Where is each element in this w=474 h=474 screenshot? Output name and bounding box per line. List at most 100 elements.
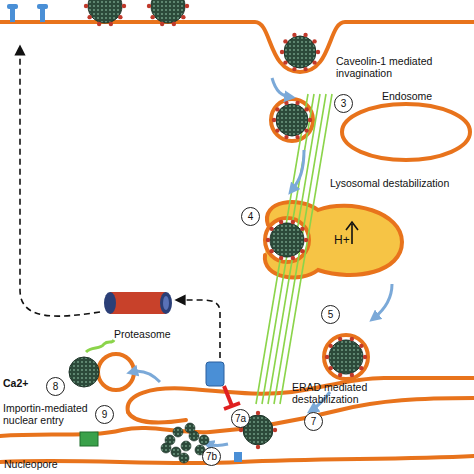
capsid-protein [295, 101, 299, 105]
inhibitor-line [224, 386, 232, 406]
callout-number: 7a [231, 409, 250, 428]
membranes [0, 22, 474, 463]
vesicle [324, 335, 368, 379]
annotation-text: Ca2+ [3, 377, 43, 389]
capsid-protein [350, 373, 354, 377]
capsid-fragment [199, 435, 209, 445]
capsid-protein [269, 227, 273, 231]
capsid [151, 0, 185, 23]
capsid-protein [304, 128, 308, 132]
receptor-symbol [7, 4, 18, 9]
capsid-protein [292, 67, 296, 71]
node-label: Endosome [382, 90, 432, 102]
capsid-protein [359, 344, 363, 348]
capsid-protein [273, 428, 277, 432]
capsid-protein [284, 101, 288, 105]
annotation-text: ERAD mediated destabilization [292, 381, 382, 405]
capsid-protein [312, 39, 316, 43]
annotation-text: Lysosomal destabilization [330, 177, 470, 189]
capsid-protein [239, 428, 243, 432]
capsid-protein [359, 366, 363, 370]
virus-particle [325, 337, 367, 378]
er-membrane [128, 378, 474, 412]
capsid-protein [303, 67, 307, 71]
capsid-protein [279, 256, 283, 260]
dashed-arrows [20, 50, 220, 368]
capsid-protein [172, 22, 176, 26]
capsid-protein [291, 220, 295, 224]
capsid-protein [150, 15, 154, 19]
callout-number: 3 [334, 94, 353, 113]
dashed-arrow [20, 50, 100, 316]
capsid-protein [350, 337, 354, 341]
virus-particle [84, 0, 126, 26]
virus-particle [266, 220, 308, 261]
node-label: Nucleopore [4, 458, 58, 470]
capsid-protein [328, 366, 332, 370]
callout-number: 4 [241, 207, 260, 226]
capsid-fragment [161, 443, 171, 453]
capsid [276, 104, 308, 136]
capsid-protein [256, 411, 260, 415]
capsid-protein [338, 373, 342, 377]
capsid-protein [97, 22, 101, 26]
capsid-protein [303, 33, 307, 37]
receptor-symbol [40, 8, 45, 22]
capsid-fragment [173, 427, 183, 437]
capsid-protein [363, 355, 367, 359]
step-arrow [132, 371, 160, 382]
capsid-protein [279, 220, 283, 224]
capsid-fragment [86, 340, 114, 352]
capsid-protein [316, 50, 320, 54]
capsid-protein [328, 344, 332, 348]
capsid-protein [283, 39, 287, 43]
capsid-protein [185, 4, 189, 8]
receptors [7, 4, 242, 462]
virus-particle [280, 33, 320, 72]
receptor-symbol [234, 452, 242, 462]
capsid-protein [283, 60, 287, 64]
proteasome-body [110, 292, 166, 314]
inhibitor-bar [224, 403, 240, 409]
receptor-symbol [10, 8, 15, 22]
callout-number: 8 [46, 377, 65, 396]
microtubules [256, 94, 332, 404]
capsid [270, 223, 304, 257]
capsid-protein [256, 445, 260, 449]
proteasome-cap [160, 292, 172, 314]
receptor-symbol [37, 4, 48, 9]
capsid-protein [292, 33, 296, 37]
microtubule [268, 94, 320, 404]
dashed-arrow [180, 300, 220, 368]
capsid-protein [284, 135, 288, 139]
callout-number: 7 [304, 412, 323, 431]
capsid-protein [160, 22, 164, 26]
capsid-fragment [185, 423, 195, 433]
virus-particle [69, 357, 99, 387]
capsid-protein [291, 256, 295, 260]
capsid-protein [272, 118, 276, 122]
virus-particle [147, 0, 189, 26]
endosome-shape: Endosome [336, 88, 474, 164]
nucleopore-channel [80, 432, 98, 446]
nuclear-envelope [0, 398, 474, 436]
capsid-protein [304, 107, 308, 111]
er-membrane [128, 412, 186, 422]
capsid-protein [275, 107, 279, 111]
capsid-protein [122, 4, 126, 8]
vesicle [98, 354, 134, 390]
callout-number: 9 [95, 405, 114, 424]
annotation-text: Caveolin-1 mediated invagination [336, 55, 474, 79]
step-arrow [208, 444, 228, 446]
capsid-protein [312, 60, 316, 64]
capsid-protein [280, 50, 284, 54]
capsid [69, 357, 99, 387]
capsid-protein [300, 249, 304, 253]
capsid-protein [295, 135, 299, 139]
callout-number: 5 [321, 305, 340, 324]
capsid-protein [118, 15, 122, 19]
capsid-protein [275, 128, 279, 132]
vesicle [265, 218, 309, 262]
endosome-outline [342, 104, 470, 160]
